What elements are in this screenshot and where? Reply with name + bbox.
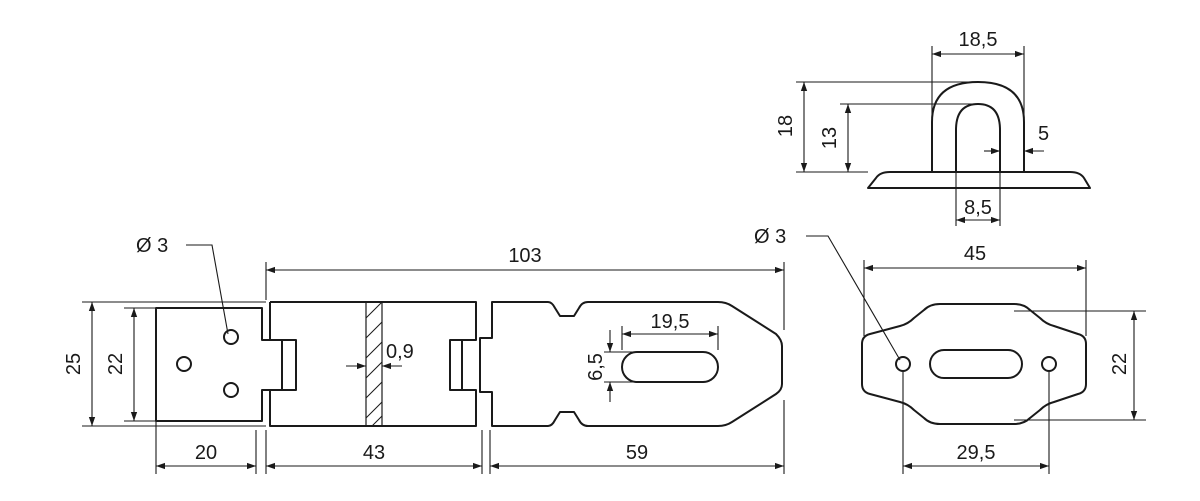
hasp-middle-plate — [269, 301, 477, 427]
dim-hole-diameter: Ø 3 — [136, 235, 168, 257]
dim-height-inner: 22 — [105, 353, 127, 375]
dim-staple-height: 18 — [775, 115, 797, 137]
dim-middle-width: 43 — [363, 442, 385, 464]
dim-staple-inner-height: 13 — [819, 127, 841, 149]
dim-plate-width: 45 — [964, 243, 986, 265]
staple-loop-inner — [955, 103, 1001, 172]
hasp-hole-left — [176, 356, 192, 372]
hasp-hole-bottom — [223, 382, 239, 398]
dim-staple-width: 18,5 — [959, 29, 998, 51]
dim-slot-length: 19,5 — [651, 311, 690, 333]
hasp-hinge-knuckle-2 — [449, 339, 462, 391]
staple-side-view: 18,5 18 13 5 8,5 — [775, 29, 1091, 226]
dim-height-outer: 25 — [63, 353, 85, 375]
dim-right-width: 59 — [626, 442, 648, 464]
staple-plate-outline — [861, 303, 1087, 425]
hasp-right-plate — [479, 301, 783, 427]
hasp-left-plate — [155, 307, 283, 422]
dim-left-width: 20 — [195, 442, 217, 464]
staple-loop-outer — [931, 81, 1025, 172]
hasp-hole-top — [223, 329, 239, 345]
dim-slot-width: 6,5 — [585, 353, 607, 381]
hasp-hinge-knuckle — [282, 339, 297, 391]
staple-plate-hole-right — [1041, 356, 1057, 372]
dim-staple-gap: 8,5 — [964, 197, 992, 219]
staple-base — [867, 171, 1091, 189]
dim-overall-length: 103 — [508, 245, 541, 267]
dim-staple-wall: 5 — [1038, 123, 1049, 145]
hasp-slot — [621, 351, 719, 383]
dim-plate-height: 22 — [1109, 353, 1131, 375]
dim-thickness: 0,9 — [386, 341, 414, 363]
dim-hole-spacing: 29,5 — [957, 442, 996, 464]
section-hatching — [365, 301, 383, 427]
staple-plate-hole-left — [895, 356, 911, 372]
staple-plate-slot — [929, 349, 1023, 379]
dim-plate-hole-diameter: Ø 3 — [754, 226, 786, 248]
staple-plate-view: 45 22 29,5 Ø 3 — [754, 226, 1146, 474]
hasp-view: 103 25 22 20 43 59 Ø 3 0,9 — [63, 235, 785, 474]
